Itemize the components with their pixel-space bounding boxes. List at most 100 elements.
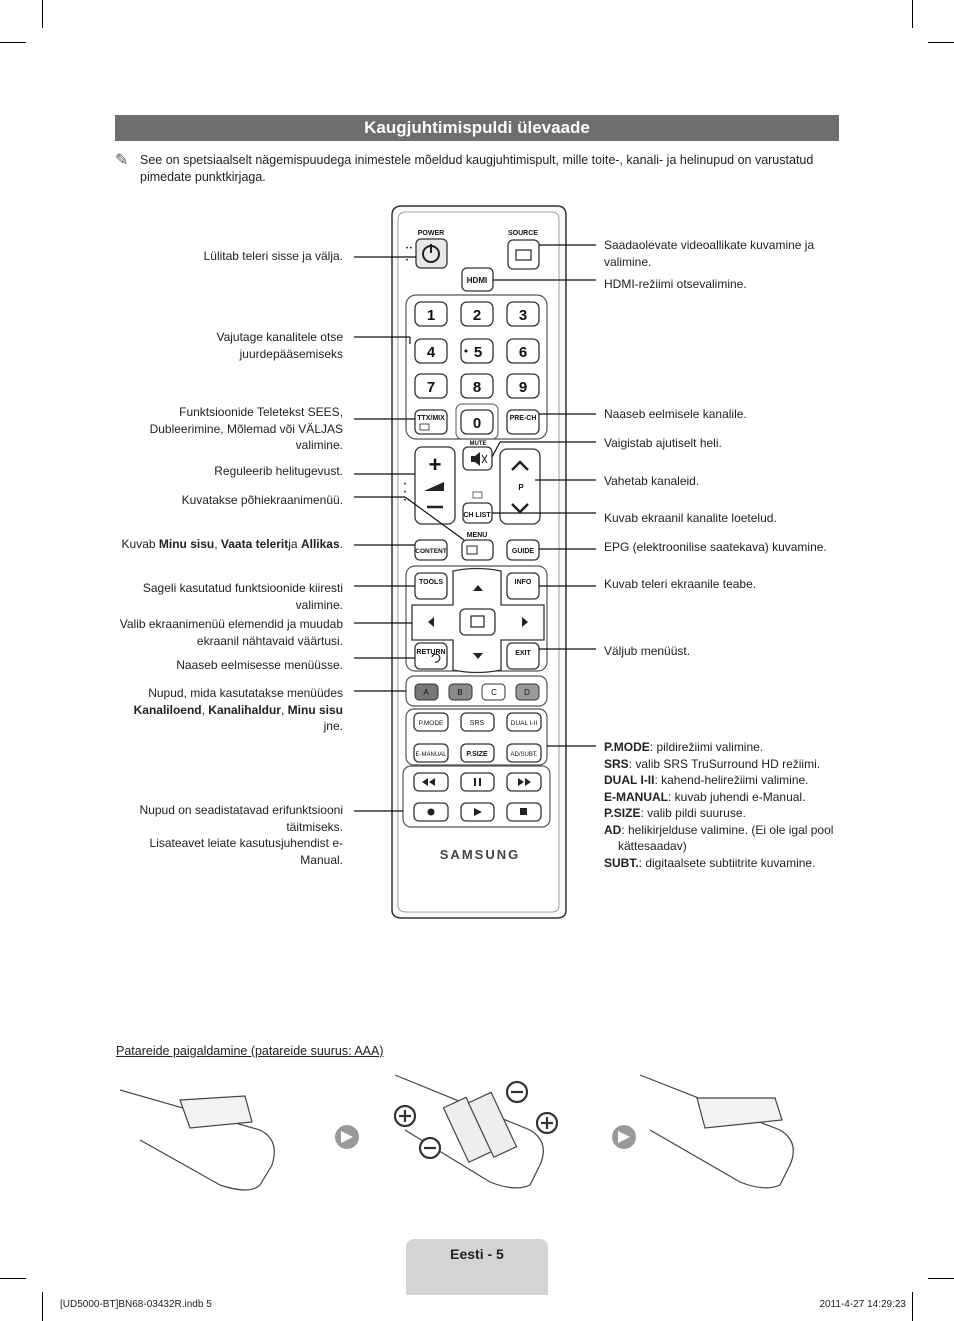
remote-diagram: .btn { fill:#fff; stroke:#333; stroke-wi… (354, 205, 596, 919)
pre-ch-button[interactable] (506, 409, 540, 435)
battery-section-title: Patareide paigaldamine (patareide suurus… (116, 1044, 384, 1058)
source-button[interactable] (507, 239, 540, 270)
exit-button[interactable] (506, 642, 540, 670)
fast-forward-icon (518, 778, 531, 786)
callout-volume: Reguleerib helitugevust. (214, 464, 343, 478)
mute-icon (471, 452, 480, 466)
green-b-button[interactable] (448, 683, 473, 701)
callout-media: Nupud on seadistatavad erifunktsiooni tä… (139, 803, 343, 867)
svg-text:3: 3 (519, 307, 527, 324)
svg-text:B: B (457, 688, 462, 697)
callout-info: Kuvab teleri ekraanile teabe. (604, 577, 757, 591)
volume-plus-icon: + (429, 452, 442, 477)
volume-rocker[interactable] (414, 446, 456, 525)
record-icon (427, 808, 435, 816)
info-button[interactable] (506, 572, 540, 600)
svg-text:C: C (491, 688, 497, 697)
callout-function-keys: P.MODE: pildirežiimi valimine. SRS: vali… (604, 740, 834, 870)
enter-icon (470, 615, 485, 628)
guide-button[interactable] (506, 539, 540, 561)
crop-mark (928, 42, 954, 43)
footer-file: [UD5000-BT]BN68-03432R.indb 5 (60, 1299, 212, 1310)
page-title: Kaugjuhtimispuldi ülevaade (115, 115, 839, 141)
svg-text:D: D (524, 688, 530, 697)
callout-mute: Vaigistab ajutiselt heli. (604, 436, 722, 450)
volume-icon (424, 482, 444, 491)
ttx-mix-button[interactable] (414, 409, 448, 435)
e-manual-button[interactable] (413, 743, 449, 763)
svg-text:•: • (404, 490, 406, 496)
return-button[interactable] (414, 642, 448, 670)
hdmi-label: HDMI (467, 276, 487, 285)
battery-illustration (119, 1074, 794, 1191)
enter-button[interactable] (459, 608, 496, 636)
digit-button[interactable] (414, 373, 448, 399)
crop-mark (0, 42, 26, 43)
svg-text:DUAL I-II: DUAL I-II (511, 720, 538, 727)
svg-text:•: • (404, 482, 406, 488)
pause-icon (474, 778, 476, 786)
callout-chlist: Kuvab ekraanil kanalite loetelud. (604, 511, 777, 525)
callout-exit: Väljub menüüst. (604, 644, 691, 658)
ad-subt-button[interactable] (506, 743, 542, 763)
callout-color-keys: Nupud, mida kasutatakse menüüdes Kanalil… (133, 686, 343, 733)
channel-rocker[interactable] (499, 448, 541, 525)
crop-mark (42, 0, 43, 28)
dual-button[interactable] (506, 712, 542, 732)
svg-text:P: P (518, 483, 524, 492)
return-icon (431, 653, 441, 663)
digit-button[interactable] (506, 373, 540, 399)
digit-button[interactable] (460, 373, 494, 399)
svg-text:PRE-CH: PRE-CH (510, 415, 537, 422)
svg-text:MUTE: MUTE (470, 441, 487, 447)
menu-icon (466, 545, 478, 555)
tools-button[interactable] (414, 572, 448, 600)
svg-text:9: 9 (519, 379, 527, 396)
footer-date: 2011-4-27 14:29:23 (819, 1299, 906, 1310)
svg-text:P.SIZE: P.SIZE (466, 751, 488, 758)
digit-buttons: 1 2 3 4 5 6 7 8 9 (414, 301, 540, 399)
svg-text:GUIDE: GUIDE (512, 548, 535, 555)
content-button[interactable] (414, 539, 448, 561)
red-a-button[interactable] (414, 683, 439, 701)
samsung-logo: SAMSUNG (440, 847, 520, 862)
callout-content: Kuvab Minu sisu, Vaata teleritja Allikas… (121, 537, 343, 551)
callout-digits: Vajutage kanalitele otse juurdepääsemise… (216, 330, 343, 361)
crop-mark (912, 0, 913, 28)
digit-button-zero[interactable] (460, 409, 494, 435)
p-size-button[interactable] (460, 743, 495, 763)
pause-button[interactable] (460, 772, 495, 792)
function-keys-group (405, 708, 548, 766)
digit-button[interactable] (506, 301, 540, 327)
power-button[interactable] (415, 238, 448, 269)
svg-text:INFO: INFO (515, 579, 532, 586)
crop-mark (0, 1278, 26, 1279)
digit-button[interactable] (414, 301, 448, 327)
svg-text:8: 8 (473, 379, 481, 396)
digit-button[interactable] (460, 338, 494, 364)
svg-text:TOOLS: TOOLS (419, 579, 443, 586)
svg-text:AD/SUBT.: AD/SUBT. (510, 752, 537, 758)
p-mode-button[interactable] (413, 712, 449, 732)
svg-text:SRS: SRS (470, 720, 485, 727)
callout-channel: Vahetab kanaleid. (604, 474, 700, 488)
braille-dots: • • (406, 246, 412, 252)
blue-d-button[interactable] (515, 683, 540, 701)
digit-button[interactable] (414, 338, 448, 364)
digit-button[interactable] (506, 338, 540, 364)
leader-lines (354, 244, 596, 812)
digit-button[interactable] (460, 301, 494, 327)
svg-text:6: 6 (519, 344, 527, 361)
callout-ttx: Funktsioonide Teletekst SEES, Dubleerimi… (149, 405, 343, 452)
svg-text:P.MODE: P.MODE (419, 720, 444, 727)
arrow-left-icon (428, 617, 434, 627)
pencil-note-icon: ✎ (115, 152, 129, 169)
srs-button[interactable] (460, 712, 495, 732)
svg-text:7: 7 (427, 379, 435, 396)
svg-text:4: 4 (427, 344, 436, 361)
svg-text:•: • (406, 258, 408, 264)
page-tab (406, 1239, 548, 1295)
callout-menu: Kuvatakse põhiekraanimenüü. (181, 493, 343, 507)
svg-text:• •: • • (404, 498, 410, 504)
yellow-c-button[interactable] (481, 683, 506, 701)
